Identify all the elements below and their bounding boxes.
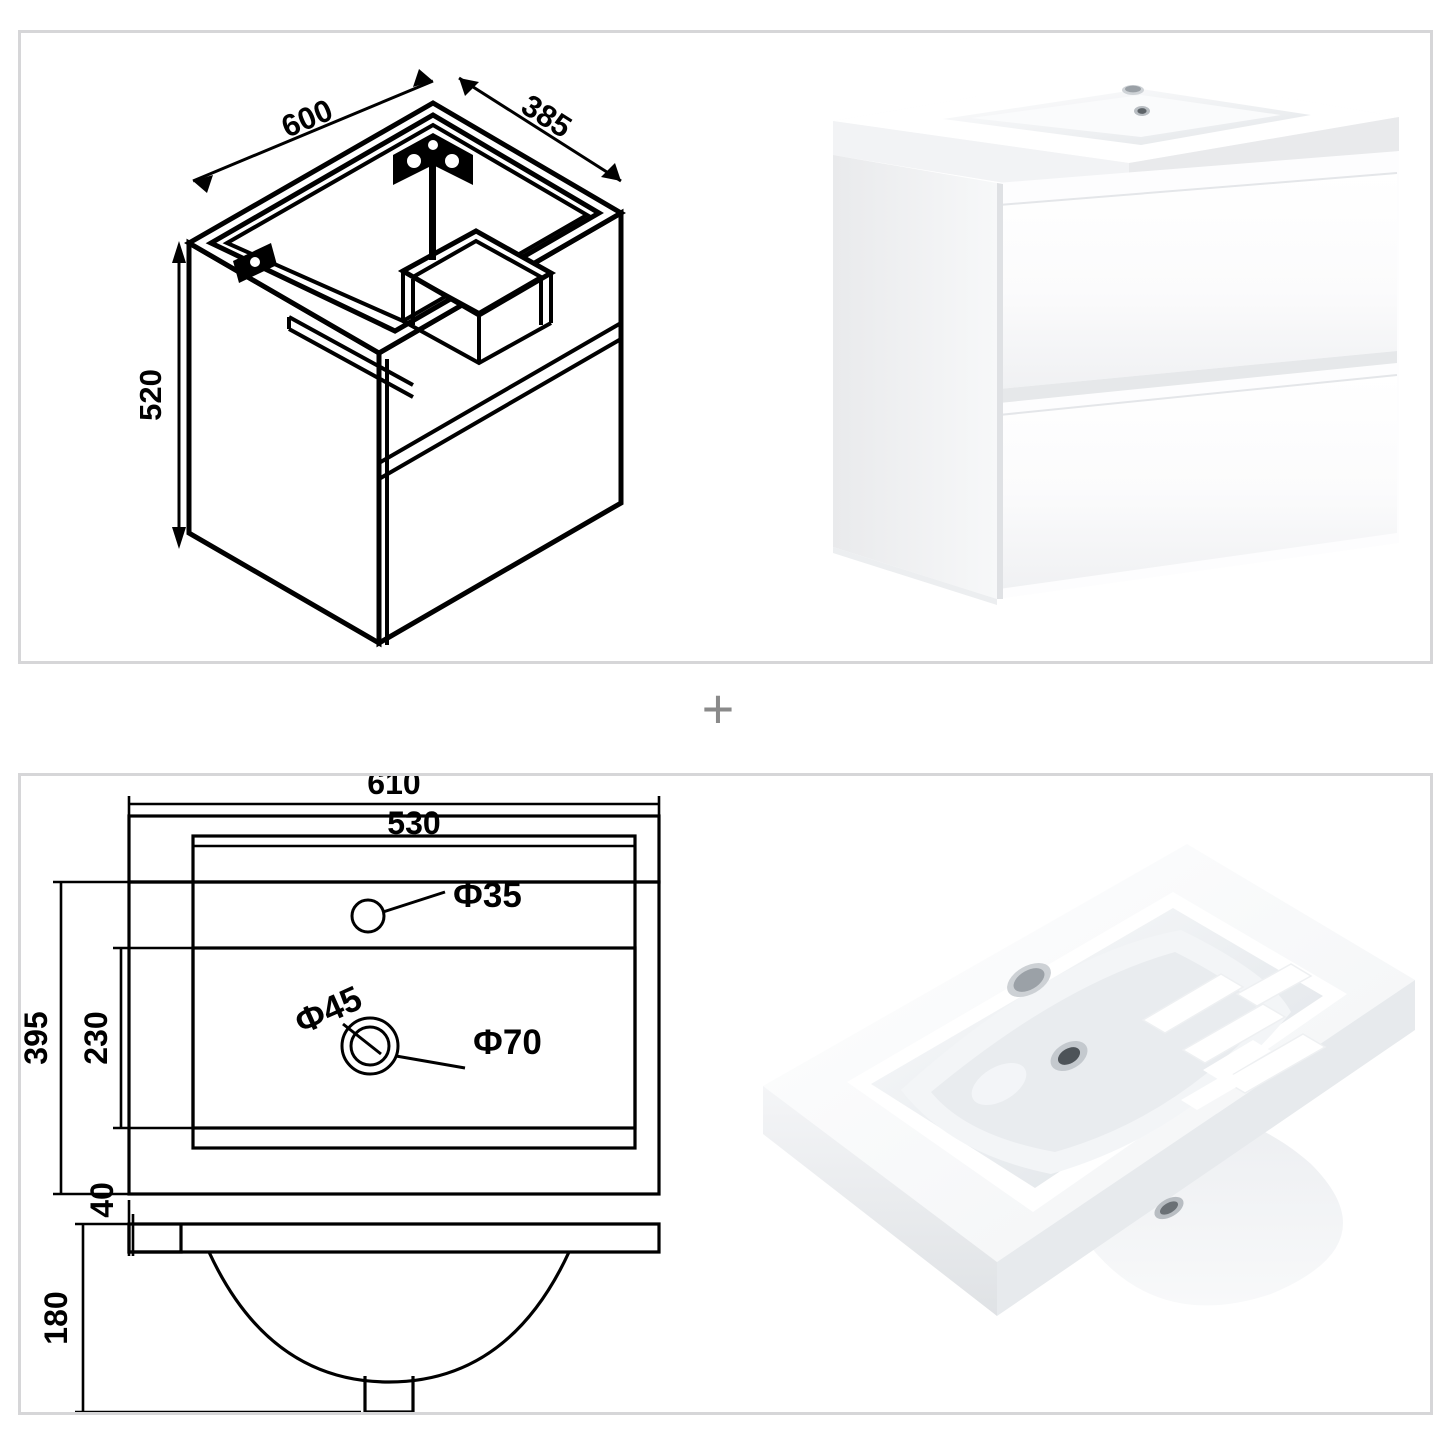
dimension-610 bbox=[127, 796, 661, 886]
drain-hole-plan bbox=[340, 1016, 466, 1076]
cabinet-technical-drawing: 600 385 520 bbox=[133, 69, 626, 648]
basin-section-rim-step bbox=[127, 1224, 183, 1254]
dimension-230 bbox=[113, 946, 197, 1130]
cabinet-edge-shading bbox=[833, 183, 1003, 605]
dimension-label-d35: Ф35 bbox=[453, 876, 522, 915]
dimension-395 bbox=[53, 880, 133, 1196]
arrow-520-bottom bbox=[172, 527, 186, 549]
cabinet-drawer-gaps bbox=[377, 321, 623, 481]
tap-hole-photo bbox=[1007, 962, 1051, 998]
dimension-label-610: 610 bbox=[367, 776, 420, 801]
dimension-label-395: 395 bbox=[21, 1011, 54, 1064]
vanity-cabinet-panel: 600 385 520 bbox=[18, 30, 1433, 664]
arrow-600-end bbox=[413, 69, 433, 87]
arrow-385-start bbox=[459, 78, 479, 96]
drawer-siphon-cutout-walls bbox=[401, 238, 553, 366]
plus-separator: + bbox=[701, 677, 735, 740]
dimension-label-40: 40 bbox=[84, 1182, 120, 1218]
drawer-rail bbox=[287, 315, 414, 399]
tap-hole-plan bbox=[350, 890, 446, 934]
dimension-180 bbox=[75, 1222, 361, 1412]
dimension-label-230: 230 bbox=[78, 1011, 114, 1064]
arrow-520-top bbox=[172, 241, 186, 263]
dimension-label-520: 520 bbox=[133, 369, 168, 421]
dimension-600 bbox=[192, 79, 434, 183]
dimension-label-d70: Ф70 bbox=[473, 1023, 542, 1062]
dimension-label-385: 385 bbox=[515, 87, 577, 144]
basin-section-drain-stub bbox=[363, 1376, 415, 1412]
dimension-label-530: 530 bbox=[387, 805, 440, 841]
dimension-40 bbox=[127, 1200, 135, 1256]
basin-section-bowl bbox=[207, 1251, 571, 1384]
dimension-label-600: 600 bbox=[276, 92, 337, 144]
vanity-unit-product-photo bbox=[833, 71, 1399, 605]
lower-drawer-front bbox=[998, 374, 1398, 589]
basin-technical-drawing: 610 530 395 230 bbox=[21, 776, 661, 1412]
wall-mount-bracket-icon bbox=[393, 133, 473, 260]
cabinet-top-inner-rim2 bbox=[222, 122, 591, 324]
basin-shelf-divider bbox=[1181, 1040, 1271, 1110]
basin-highlight bbox=[971, 1062, 1027, 1106]
overflow-hole-photo bbox=[1050, 1040, 1088, 1072]
drain-hole-photo bbox=[1154, 1196, 1184, 1220]
dimension-385 bbox=[458, 76, 622, 183]
arrow-600-start bbox=[193, 175, 213, 193]
basin-shelf-ribs bbox=[1141, 963, 1327, 1094]
dimension-label-180: 180 bbox=[38, 1291, 74, 1344]
basin-plan-bowl-rect bbox=[191, 946, 637, 1130]
washbasin-panel: 610 530 395 230 bbox=[18, 773, 1433, 1415]
dimension-530 bbox=[191, 838, 637, 888]
arrow-385-end bbox=[601, 163, 621, 181]
rear-corner-bracket-icon bbox=[233, 243, 277, 283]
upper-drawer-front bbox=[998, 172, 1398, 403]
basin-section-slab bbox=[127, 1222, 661, 1254]
washbasin-product-photo bbox=[763, 844, 1415, 1316]
basin-slab-edge bbox=[763, 980, 1415, 1316]
